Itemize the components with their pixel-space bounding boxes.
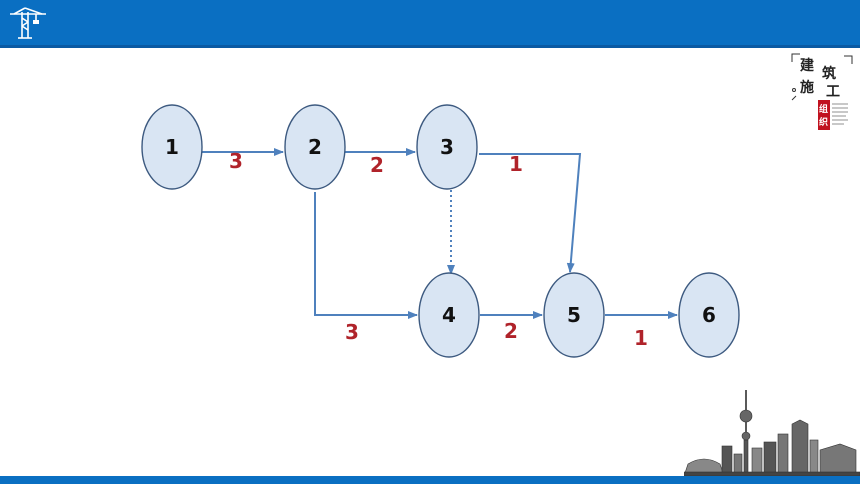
node-2 [284, 104, 346, 190]
node-6 [678, 272, 740, 358]
footer-bar [0, 476, 860, 484]
city-skyline-icon [684, 390, 860, 476]
activity-arrow-2-4 [314, 192, 418, 319]
logo-red-block [818, 100, 830, 130]
duration-label-1-2: 3 [229, 149, 243, 173]
node-label-4: 4 [442, 303, 456, 327]
duration-label-4-5: 2 [504, 319, 518, 343]
duration-label-2-3: 2 [370, 153, 384, 177]
logo-red-char: 织 [819, 116, 828, 128]
logo-char: 建 [800, 57, 814, 74]
header-bar [0, 0, 860, 48]
duration-label-3-5: 1 [509, 152, 523, 176]
duration-label-5-6: 1 [634, 326, 648, 350]
tower-crane-icon [10, 7, 46, 39]
node-3 [416, 104, 478, 190]
node-label-2: 2 [308, 135, 322, 159]
node-5 [543, 272, 605, 358]
node-1 [141, 104, 203, 190]
logo-char: 工 [826, 84, 840, 100]
activity-arrow-3-5 [479, 153, 582, 273]
logo-char: 施 [800, 79, 814, 96]
logo-red-char: 组 [819, 103, 828, 115]
node-label-6: 6 [702, 303, 716, 327]
node-label-3: 3 [440, 135, 454, 159]
logo-char: 筑 [822, 65, 836, 82]
logo-badge: 建 筑 施 工 组 织 [791, 53, 853, 130]
node-label-5: 5 [567, 303, 581, 327]
duration-label-2-4: 3 [345, 320, 359, 344]
node-4 [418, 272, 480, 358]
node-label-1: 1 [165, 135, 179, 159]
